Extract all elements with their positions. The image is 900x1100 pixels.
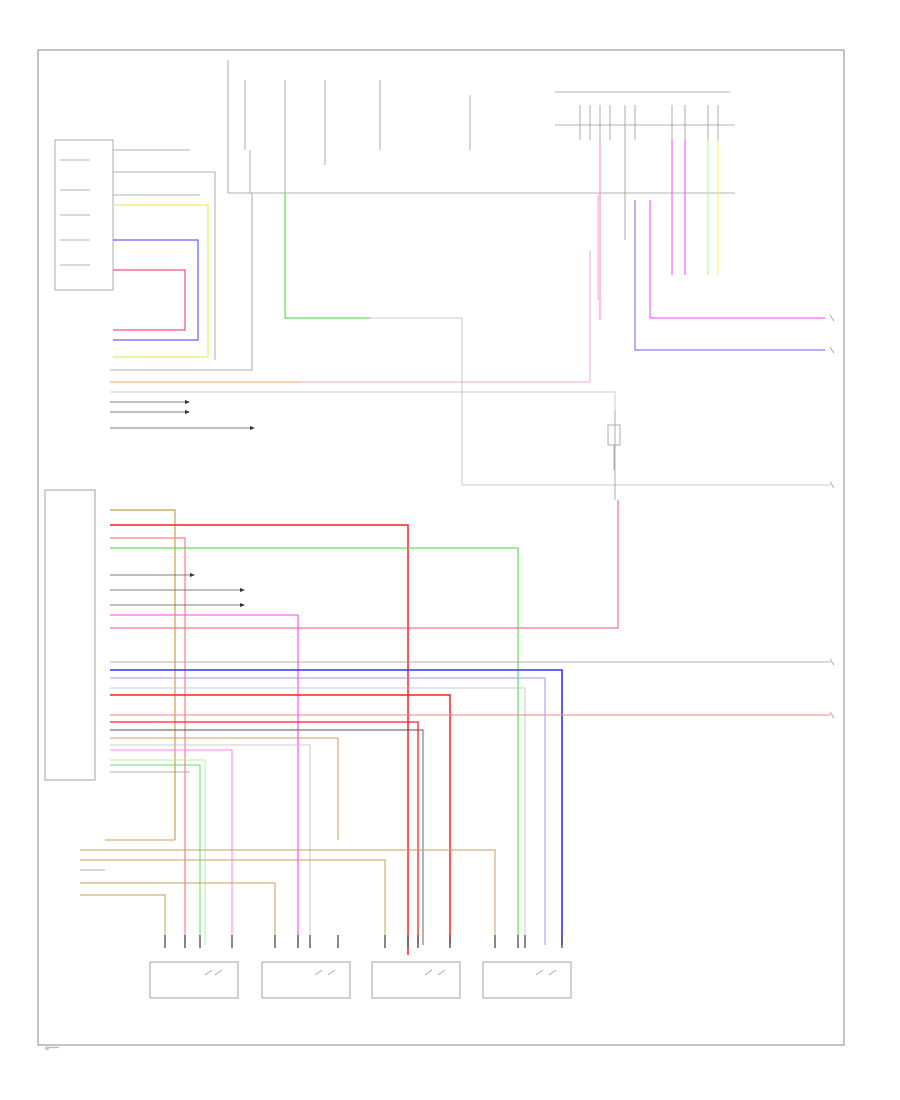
wire-lightgreen-2 — [110, 764, 201, 945]
wire-blue-1 — [110, 669, 563, 945]
wire-red-4 — [110, 721, 419, 945]
motor-switch-symbols — [204, 969, 557, 976]
wire-red-2 — [110, 537, 186, 945]
wire-green-top — [284, 193, 370, 319]
wire-pink-3 — [110, 749, 233, 945]
wire-magenta-1 — [110, 614, 299, 945]
wire-lightblue-1 — [110, 677, 546, 945]
wire-pink-2 — [110, 500, 619, 629]
wire-tan-2 — [110, 737, 339, 840]
wire-tan-b2 — [80, 849, 496, 945]
wire-gray-e4 — [110, 687, 526, 945]
wire-gray-left — [110, 193, 253, 371]
footer-code: W***** — [45, 1046, 59, 1051]
window-motor-boxes — [149, 961, 572, 999]
wire-magenta-right — [649, 200, 825, 319]
wire-yellow — [113, 204, 209, 358]
connector-arrows — [185, 400, 255, 607]
diagram-frame — [37, 49, 845, 1046]
wire-tan-b4 — [80, 882, 276, 945]
center-right-components — [607, 424, 621, 470]
wire-blue — [113, 239, 199, 341]
wire-pink-top — [113, 269, 186, 331]
wire-gray-top — [370, 317, 830, 486]
door-lock-switch-box — [54, 139, 216, 360]
wire-gray-mid — [110, 391, 616, 410]
wire-green-1 — [110, 547, 519, 945]
connector-top-right — [555, 91, 735, 140]
wire-tan-1 — [110, 509, 176, 840]
wire-red-1 — [110, 524, 409, 955]
motor-pins — [164, 935, 563, 948]
wire-tan-b5 — [80, 894, 166, 945]
wire-green-2 — [110, 759, 206, 945]
wire-tan-b3 — [80, 859, 386, 945]
wire-gray-e6 — [110, 744, 311, 945]
fuse-block-top — [227, 60, 735, 194]
wire-blue-right — [634, 200, 825, 351]
edge-terminals — [829, 314, 835, 719]
wire-gray-e5 — [110, 729, 424, 945]
wire-red-3 — [110, 694, 451, 945]
power-window-master-box — [44, 489, 96, 781]
